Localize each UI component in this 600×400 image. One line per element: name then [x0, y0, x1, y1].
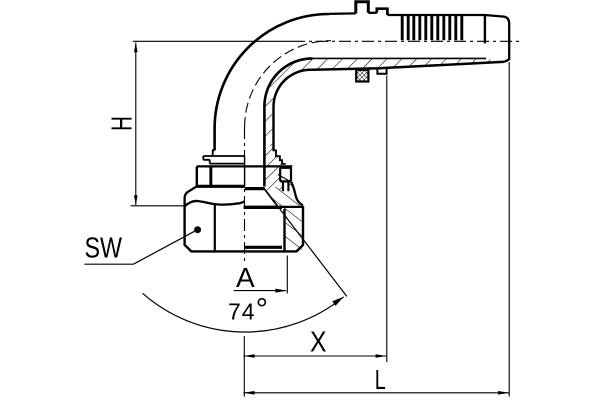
svg-text:A: A — [236, 262, 255, 293]
svg-text:74°: 74° — [228, 292, 269, 327]
svg-text:L: L — [375, 364, 386, 395]
svg-text:H: H — [107, 116, 139, 131]
svg-text:X: X — [310, 327, 327, 359]
svg-text:SW: SW — [85, 233, 123, 265]
